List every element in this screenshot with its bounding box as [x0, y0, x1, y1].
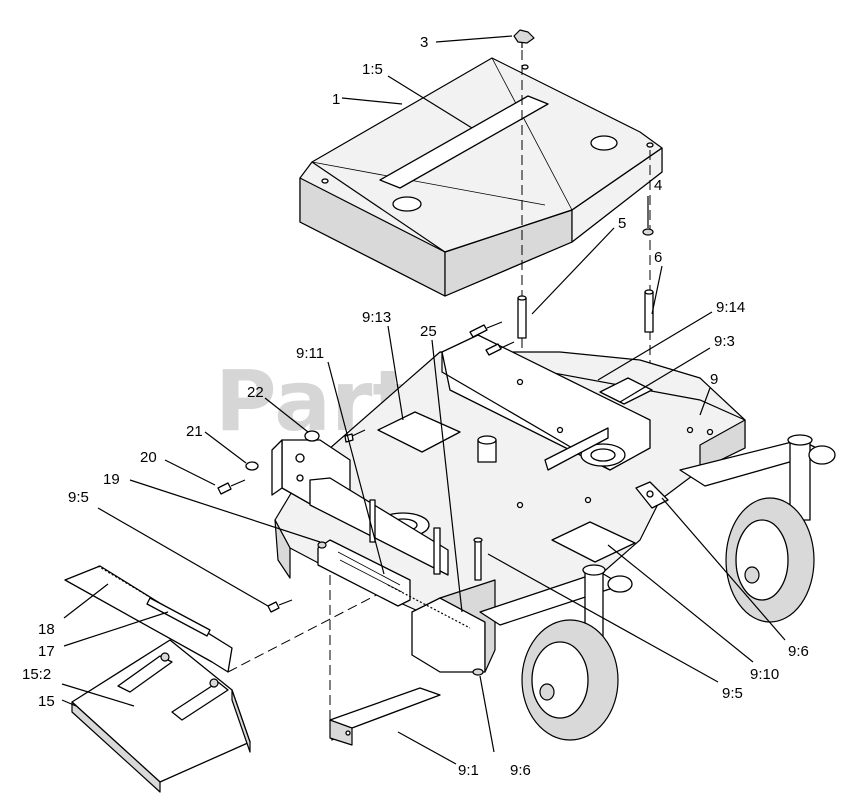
callout-6: 6	[654, 249, 662, 266]
callout-1-5: 1:5	[362, 61, 383, 78]
part-chute	[64, 565, 251, 793]
callout-9-14: 9:14	[716, 299, 745, 316]
part-hardware	[217, 321, 515, 676]
callout-5: 5	[618, 215, 626, 232]
callout-3: 3	[420, 34, 428, 51]
part-lower-baffle	[329, 687, 441, 746]
part-caster-front	[479, 564, 633, 741]
leader-lines	[61, 35, 786, 765]
callout-9-3: 9:3	[714, 333, 735, 350]
callout-4: 4	[654, 177, 662, 194]
part-washer-plate	[635, 481, 669, 509]
callout-21: 21	[186, 423, 203, 440]
callout-1: 1	[332, 91, 340, 108]
callout-9-6-right: 9:6	[788, 643, 809, 660]
callout-22: 22	[247, 384, 264, 401]
callout-20: 20	[140, 449, 157, 466]
callout-25: 25	[420, 323, 437, 340]
callout-9-10: 9:10	[750, 666, 779, 683]
callout-9-11: 9:11	[296, 345, 324, 362]
callout-17: 17	[38, 643, 55, 660]
part-rod-and-spring	[97, 565, 211, 637]
callout-18: 18	[38, 621, 55, 638]
callout-19: 19	[103, 471, 120, 488]
callout-9-13: 9:13	[362, 309, 391, 326]
part-cover	[299, 57, 663, 297]
callout-9-6-bottom: 9:6	[510, 762, 531, 779]
callout-9-1: 9:1	[458, 762, 479, 779]
part-deck	[271, 334, 746, 673]
callout-9: 9	[710, 371, 718, 388]
callout-15-2: 15:2	[22, 666, 51, 683]
callout-9-5-left: 9:5	[68, 489, 89, 506]
callout-labels: 3 1:5 1 4 5 6 9:14 9:13 25 9:3 9:11 9 22…	[22, 34, 809, 779]
part-caster-right	[679, 434, 836, 623]
part-knob	[513, 29, 535, 48]
callout-9-5-right: 9:5	[722, 685, 743, 702]
callout-15: 15	[38, 693, 55, 710]
